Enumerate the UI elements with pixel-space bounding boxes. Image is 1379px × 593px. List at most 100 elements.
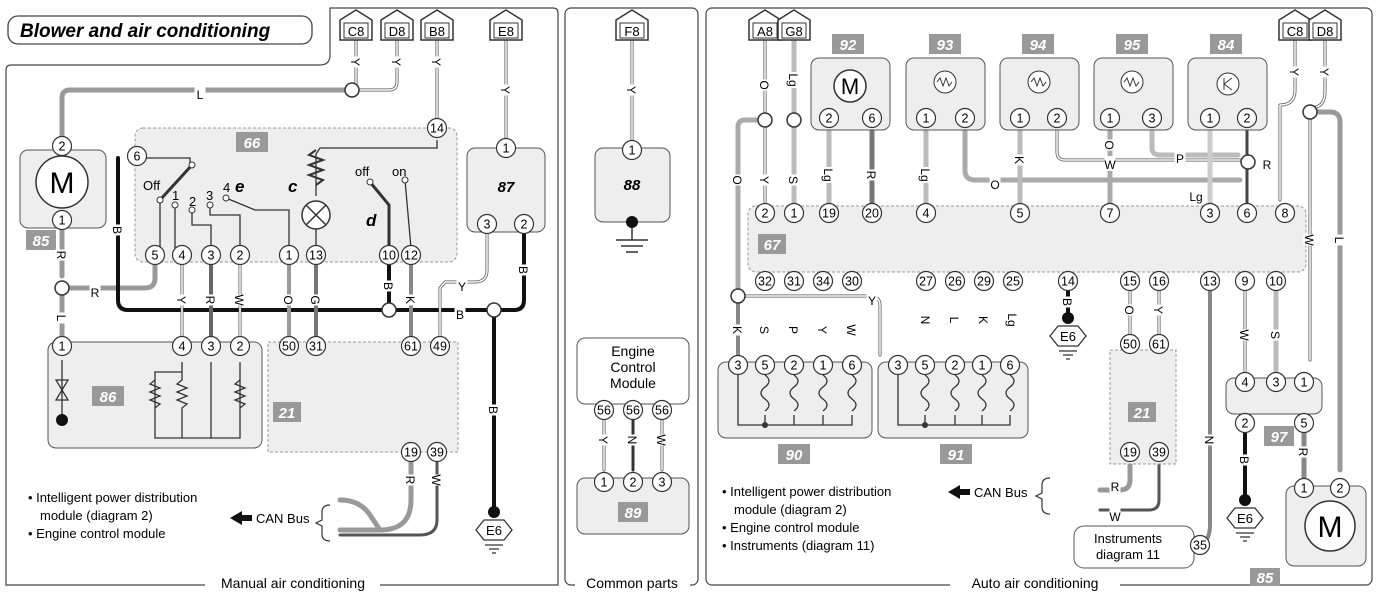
- svg-text:W: W: [1104, 158, 1116, 172]
- wire-label: Y: [174, 294, 190, 306]
- section-label-common: Common parts: [586, 575, 678, 591]
- svg-text:D8: D8: [1317, 24, 1334, 39]
- svg-text:F8: F8: [624, 24, 639, 39]
- svg-text:E6: E6: [1237, 511, 1253, 526]
- wire-label: Y: [1287, 66, 1303, 78]
- pin-m2: 2: [51, 135, 73, 157]
- svg-text:Y: Y: [1317, 68, 1331, 76]
- title-box: [7, 15, 313, 45]
- pin-a20: 20: [861, 202, 883, 224]
- wire-label: R: [864, 169, 880, 181]
- svg-text:N: N: [1202, 436, 1216, 445]
- svg-text:Y: Y: [458, 280, 466, 294]
- switch-c-label: c: [288, 177, 298, 196]
- pin-ea50: 50: [1119, 333, 1141, 355]
- splice-point: [1240, 154, 1256, 170]
- svg-text:Y: Y: [429, 58, 443, 66]
- svg-text:W: W: [1302, 234, 1316, 246]
- pin-ma1: 1: [1293, 477, 1315, 499]
- wire-label: P: [1174, 150, 1186, 166]
- instruments-label-2: diagram 11: [1096, 547, 1160, 562]
- pin-h1: 1: [1293, 371, 1315, 393]
- note-manual-3: • Engine control module: [28, 526, 166, 541]
- svg-text:Lg: Lg: [918, 168, 932, 181]
- splice-point: [1302, 104, 1318, 120]
- wire-label: N: [1202, 434, 1218, 446]
- svg-text:31: 31: [309, 340, 323, 354]
- svg-text:50: 50: [282, 340, 296, 354]
- svg-text:Y: Y: [868, 294, 876, 308]
- wire-label: O: [989, 176, 1001, 192]
- wire-label: W: [844, 324, 860, 336]
- motor-symbol-92: M: [841, 74, 859, 99]
- svg-text:19: 19: [404, 446, 418, 460]
- svg-text:B: B: [516, 266, 530, 274]
- component-88-label: 88: [624, 177, 641, 194]
- svg-text:L: L: [54, 315, 68, 322]
- svg-text:20: 20: [865, 207, 879, 221]
- pin-a4: 4: [915, 202, 937, 224]
- component-21-auto-label: 21: [1133, 405, 1151, 422]
- svg-text:6: 6: [134, 150, 141, 164]
- wire-label: R: [1296, 446, 1312, 458]
- svg-text:5: 5: [1301, 417, 1308, 431]
- ecm-manual-21: [267, 341, 459, 453]
- connector-c8: C8: [339, 9, 373, 41]
- note-manual-1: • Intelligent power distribution: [28, 490, 197, 505]
- diagram-title: Blower and air conditioning: [20, 21, 271, 42]
- connector-c8-auto: C8: [1278, 9, 1312, 41]
- svg-text:19: 19: [1123, 446, 1137, 460]
- pin-s84b: 2: [1236, 107, 1258, 129]
- splice-point: [730, 288, 746, 304]
- svg-text:14: 14: [1061, 275, 1075, 289]
- wire-label: W: [232, 294, 248, 306]
- wire-label: R: [54, 249, 70, 261]
- wire-label: L: [947, 314, 963, 326]
- svg-text:39: 39: [430, 446, 444, 460]
- svg-text:3: 3: [895, 359, 902, 373]
- pin-g1: 1: [621, 139, 643, 161]
- svg-text:2: 2: [59, 140, 66, 154]
- pin-m92a: 2: [818, 107, 840, 129]
- svg-text:R: R: [54, 251, 68, 260]
- svg-text:B: B: [110, 226, 124, 234]
- svg-text:E6: E6: [486, 523, 502, 538]
- component-86-label: 86: [100, 389, 117, 406]
- wire-label: B: [1060, 296, 1076, 308]
- pin-f90e: 6: [841, 354, 863, 376]
- svg-text:1: 1: [1301, 376, 1308, 390]
- svg-text:1: 1: [1207, 112, 1214, 126]
- splice-point: [54, 280, 70, 296]
- svg-text:1: 1: [820, 359, 827, 373]
- connector-e8: E8: [489, 9, 523, 41]
- component-85-label: 85: [33, 233, 50, 250]
- wire-label: W: [429, 474, 445, 486]
- connector-a8: A8: [748, 9, 782, 41]
- svg-text:2: 2: [521, 218, 528, 232]
- pin-f91d: 1: [971, 354, 993, 376]
- svg-text:K: K: [1012, 156, 1026, 164]
- pin-f91e: 6: [999, 354, 1021, 376]
- splice-point: [486, 302, 502, 318]
- pin-e50: 50: [278, 335, 300, 357]
- splice-point: [757, 112, 773, 128]
- svg-text:1: 1: [286, 249, 293, 263]
- svg-text:P: P: [1176, 152, 1184, 166]
- pin-s3: 3: [200, 244, 222, 266]
- svg-text:R: R: [91, 286, 100, 300]
- connector-g8: G8: [777, 9, 811, 41]
- svg-text:3: 3: [1149, 112, 1156, 126]
- pin-b32: 32: [754, 270, 776, 292]
- svg-text:4: 4: [179, 249, 186, 263]
- splice-point: [381, 302, 397, 318]
- pin-b34: 34: [812, 270, 834, 292]
- svg-text:3: 3: [659, 476, 666, 490]
- pin-ea19: 19: [1119, 441, 1141, 463]
- svg-text:1: 1: [1301, 482, 1308, 496]
- wire-label: Lg: [1005, 312, 1021, 328]
- svg-text:E8: E8: [498, 24, 514, 39]
- pin-f90c: 2: [783, 354, 805, 376]
- svg-text:B: B: [1237, 456, 1251, 464]
- wire-label: O: [1122, 304, 1138, 316]
- motor-symbol-manual: M: [50, 167, 75, 200]
